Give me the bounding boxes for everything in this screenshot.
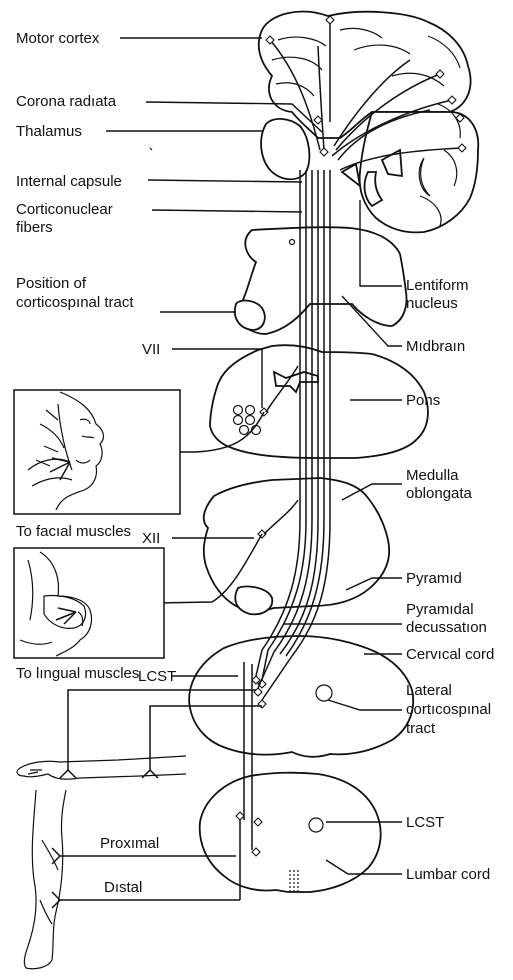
label-proximal: Proxımal [100, 835, 159, 852]
label-cervical-cord: Cervıcal cord [406, 646, 494, 663]
label-distal: Dıstal [104, 879, 142, 896]
label-lateral-corticospinal-line1: Lateral [406, 682, 452, 699]
label-pyramid: Pyramıd [406, 570, 462, 587]
label-corticonuclear-line1: Corticonuclear [16, 201, 113, 218]
label-motor-cortex: Motor cortex [16, 30, 100, 47]
label-lcst-left: LCST [138, 668, 176, 685]
label-to-lingual-muscles: To lıngual muscles [16, 665, 139, 682]
label-vii: VII [142, 341, 160, 358]
label-lcst-right: LCST [406, 814, 444, 831]
label-to-facial-muscles: To facıal muscles [16, 523, 131, 540]
label-pyramidal-decussation-line1: Pyramıdal [406, 601, 474, 618]
label-lateral-corticospinal-line3: tract [406, 720, 436, 737]
label-medulla-line1: Medulla [406, 467, 459, 484]
label-corticonuclear-line2: fibers [16, 219, 53, 236]
label-position-line2: corticospınal tract [16, 294, 134, 311]
label-xii: XII [142, 530, 160, 547]
facial-muscles-inset [14, 390, 180, 514]
label-lumbar-cord: Lumbar cord [406, 866, 490, 883]
pons-section [210, 345, 428, 458]
label-pyramidal-decussation-line2: decussatıon [406, 619, 487, 636]
brain-section [150, 12, 478, 233]
label-corona-radiata: Corona radıata [16, 93, 117, 110]
label-lateral-corticospinal-line2: cortıcospınal [406, 701, 491, 718]
label-medulla-line2: oblongata [406, 485, 473, 502]
label-pons: Pons [406, 392, 440, 409]
label-internal-capsule: Internal capsule [16, 173, 122, 190]
label-lentiform-line2: nucleus [406, 295, 458, 312]
arm-illustration [17, 756, 186, 779]
label-position-line1: Position of [16, 275, 87, 292]
leg-illustration [24, 790, 66, 969]
label-midbrain: Mıdbraın [406, 338, 465, 355]
lingual-muscles-inset [14, 548, 164, 658]
label-thalamus: Thalamus [16, 123, 82, 140]
label-lentiform-line1: Lentiform [406, 277, 469, 294]
midbrain-section [235, 227, 407, 334]
